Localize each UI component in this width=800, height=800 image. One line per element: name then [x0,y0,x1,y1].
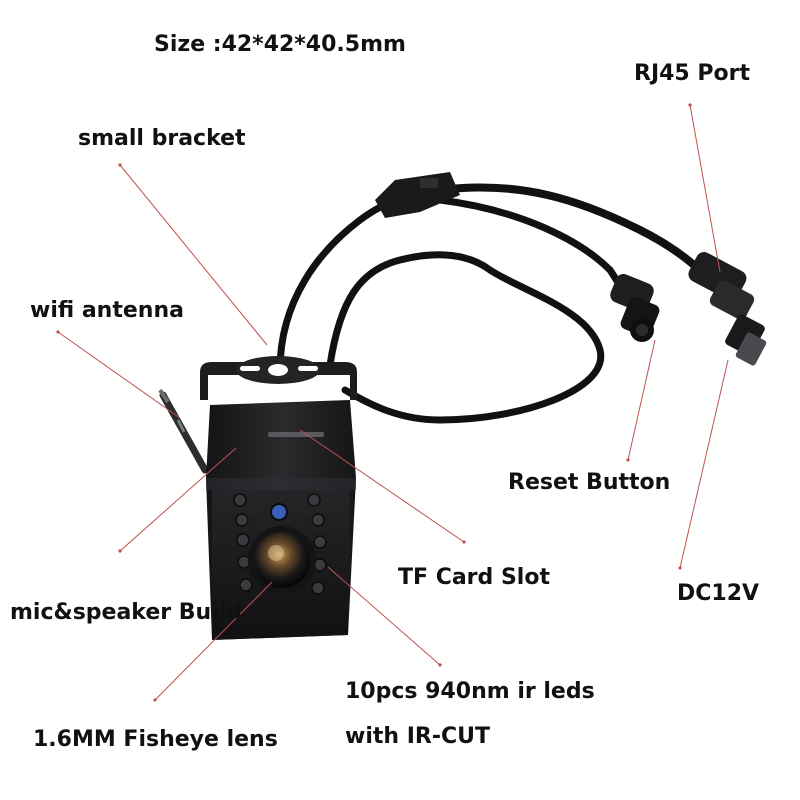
dc12v-label: DC12V [677,581,760,606]
cable-splitter [375,172,460,218]
fisheye-lens [248,526,316,594]
reset-button-label: Reset Button [508,470,671,495]
ir-led-ring [233,493,327,595]
wifi-antenna [158,388,209,474]
wifi-antenna-label: wifi antenna [30,298,184,323]
light-sensor [270,503,288,521]
leader-lines [56,103,729,702]
size-label: Size :42*42*40.5mm [154,32,406,57]
small-bracket-label: small bracket [78,126,246,151]
fisheye-lens-label: 1.6MM Fisheye lens [33,727,278,752]
ir-cut-label: with IR-CUT [345,724,490,749]
small-bracket [200,356,357,400]
ir-leds-label: 10pcs 940nm ir leds [345,679,595,704]
rj45-connector [688,252,767,366]
mic-speaker-label: mic&speaker Build [10,600,243,625]
tf-card-slot-label: TF Card Slot [398,565,550,590]
tf-card-slot-opening [268,432,324,437]
dc-connector [610,274,660,342]
rj45-port-label: RJ45 Port [634,61,751,86]
